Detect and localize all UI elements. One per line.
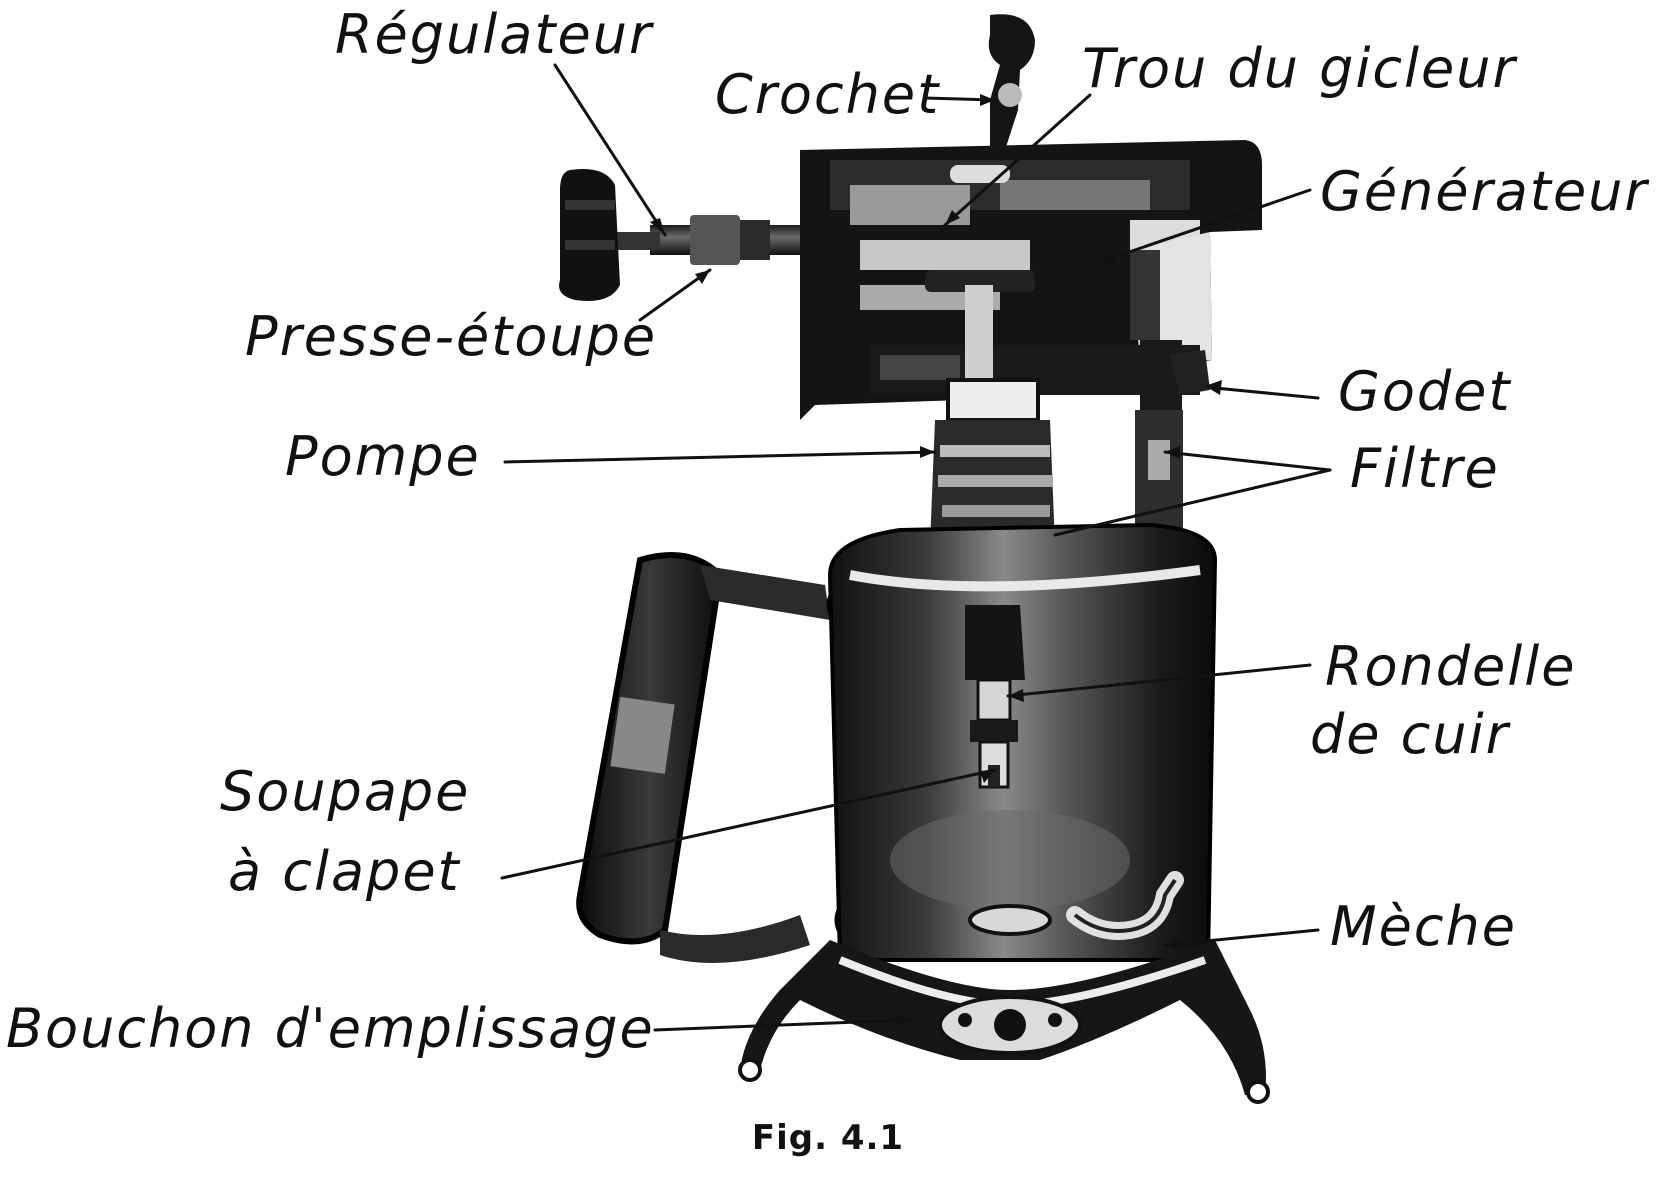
label-soupape-line2: à clapet [228, 840, 461, 903]
leader-filtre-2 [1053, 468, 1332, 537]
label-bouchon: Bouchon d'emplissage [6, 997, 655, 1060]
wick-tube [1066, 871, 1184, 940]
label-rondelle-line2: de cuir [1310, 703, 1510, 766]
label-trou-du-gicleur: Trou du gicleur [1082, 37, 1517, 100]
tank-base [738, 904, 1270, 1104]
label-rondelle-line1: Rondelle [1325, 635, 1577, 698]
label-soupape-line1: Soupape [220, 760, 471, 823]
label-godet: Godet [1338, 360, 1512, 423]
label-regulateur: Régulateur [335, 3, 654, 66]
label-presse-etoupe: Presse-étoupe [245, 305, 658, 368]
leader-regulateur [553, 63, 667, 237]
label-meche: Mèche [1330, 895, 1517, 958]
label-generateur: Générateur [1320, 160, 1649, 223]
leader-rondelle [1006, 663, 1312, 698]
figure-caption: Fig. 4.1 [751, 1118, 905, 1158]
leader-godet [1213, 386, 1320, 400]
hook [988, 14, 1035, 150]
label-pompe: Pompe [285, 425, 481, 488]
leader-trou-gicleur [943, 93, 1092, 227]
leader-pompe [503, 450, 937, 464]
fuel-tank [827, 522, 1218, 962]
regulator-assembly [559, 169, 800, 301]
leader-soupape [500, 768, 997, 880]
label-filtre: Filtre [1350, 437, 1500, 500]
label-crochet: Crochet [715, 63, 941, 126]
leader-bouchon [653, 1018, 912, 1032]
leader-meche [1163, 928, 1320, 947]
leader-lines [500, 63, 1332, 1032]
leader-generateur [1098, 188, 1312, 264]
arrowheads [650, 94, 1222, 1026]
leader-filtre [1163, 450, 1332, 472]
